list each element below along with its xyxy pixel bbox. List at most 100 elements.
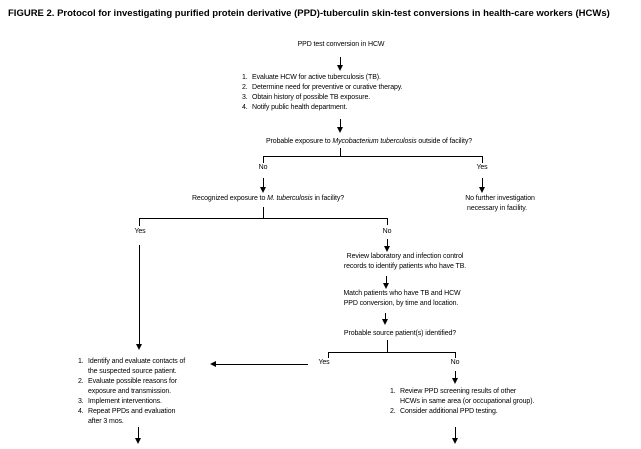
arrow-down-icon xyxy=(382,283,389,289)
arrow-down-icon xyxy=(259,187,266,193)
list-item: HCWs in same area (or occupational group… xyxy=(390,397,534,407)
list-text: after 3 mos. xyxy=(88,418,124,425)
arrow-left-icon xyxy=(210,361,216,367)
list-marker xyxy=(78,417,88,427)
connector-line xyxy=(386,276,387,284)
connector-line xyxy=(482,156,483,163)
list-marker: 2. xyxy=(78,378,84,385)
list-marker: 2. xyxy=(390,408,396,415)
arrow-down-icon xyxy=(336,127,343,133)
branch-label-no: No xyxy=(450,359,460,366)
connector-line xyxy=(138,427,139,439)
list-item: exposure and transmission. xyxy=(78,387,185,397)
connector-line xyxy=(387,218,388,225)
connector-line xyxy=(455,352,456,358)
connector-line xyxy=(340,148,341,156)
list-text: exposure and transmission. xyxy=(88,388,171,395)
list-text: Consider additional PPD testing. xyxy=(400,408,498,415)
decision-text: Recognized exposure to xyxy=(191,195,268,202)
review-records-node: Review laboratory and infection control xyxy=(346,253,464,260)
decision-text: outside of facility? xyxy=(416,138,473,145)
match-patients-node: Match patients who have TB and HCW xyxy=(343,290,461,297)
arrow-down-icon xyxy=(381,319,388,325)
branch-label-yes: Yes xyxy=(318,359,330,366)
list-text: the suspected source patient. xyxy=(88,368,177,375)
branch-label-no: No xyxy=(258,164,268,171)
list-item: 2. Determine need for preventive or curat… xyxy=(242,83,403,93)
list-marker: 3. xyxy=(78,398,84,405)
list-marker: 4. xyxy=(78,408,84,415)
arrow-down-icon xyxy=(451,378,458,384)
list-text: Implement interventions. xyxy=(88,398,162,405)
connector-line xyxy=(263,156,264,163)
list-marker xyxy=(78,367,88,377)
list-item: after 3 mos. xyxy=(78,417,185,427)
list-item: 2. Consider additional PPD testing. xyxy=(390,407,534,417)
list-item: 1. Evaluate HCW for active tuberculosis (… xyxy=(242,73,403,83)
list-text: Notify public health department. xyxy=(252,104,348,111)
list-marker: 3. xyxy=(242,94,248,101)
connector-line xyxy=(455,427,456,439)
list-marker: 1. xyxy=(242,74,248,81)
list-text: Review PPD screening results of other xyxy=(400,388,517,395)
list-text: Identify and evaluate contacts of xyxy=(88,358,186,365)
connector-line xyxy=(340,57,341,66)
screening-actions-list: 1.Review PPD screening results of other … xyxy=(390,387,534,417)
list-item: 4. Notify public health department. xyxy=(242,103,403,113)
branch-line xyxy=(263,156,483,157)
connector-line xyxy=(216,364,308,365)
connector-line xyxy=(139,218,140,226)
branch-label-no: No xyxy=(382,228,392,235)
decision-text-italic: M. tuberculosis xyxy=(267,195,313,202)
contact-actions-list: 1. Identify and evaluate contacts of the … xyxy=(78,357,185,427)
connector-line xyxy=(139,245,140,345)
figure-title: FIGURE 2. Protocol for investigating pur… xyxy=(8,8,610,19)
list-text: Determine need for preventive or curativ… xyxy=(252,84,403,91)
decision-text: in facility? xyxy=(312,195,345,202)
list-item: 3.Obtain history of possible TB exposure… xyxy=(242,93,403,103)
match-patients-node: PPD conversion, by time and location. xyxy=(343,300,459,307)
no-further-investigation-node: necessary in facility. xyxy=(467,205,527,212)
list-text: Repeat PPDs and evaluation xyxy=(88,408,176,415)
no-further-investigation-node: No further investigation xyxy=(465,195,535,202)
connector-line xyxy=(328,352,329,358)
list-marker: 2. xyxy=(242,84,248,91)
connector-line xyxy=(385,313,386,320)
connector-line xyxy=(387,239,388,247)
connector-line xyxy=(263,178,264,188)
arrow-down-icon xyxy=(134,438,141,444)
arrow-down-icon xyxy=(451,438,458,444)
branch-line xyxy=(139,218,387,219)
branch-label-yes: Yes xyxy=(134,228,146,235)
connector-line xyxy=(263,207,264,218)
decision-text: Probable exposure to xyxy=(265,138,333,145)
decision-source-patient: Probable source patient(s) identified? xyxy=(343,330,457,337)
arrow-down-icon xyxy=(478,187,485,193)
arrow-down-icon xyxy=(336,65,343,71)
decision-text-italic: Mycobacterium tuberculosis xyxy=(332,138,417,145)
branch-label-yes: Yes xyxy=(476,164,488,171)
connector-line xyxy=(387,340,388,352)
list-marker: 1. xyxy=(390,388,396,395)
list-marker: 1. xyxy=(78,358,84,365)
arrow-down-icon xyxy=(135,344,142,350)
list-marker: 4. xyxy=(242,104,248,111)
list-item: 3. Implement interventions. xyxy=(78,397,185,407)
branch-line xyxy=(328,352,456,353)
list-text: Evaluate HCW for active tuberculosis (TB… xyxy=(252,74,381,81)
decision-exposure-outside: Probable exposure to Mycobacterium tuber… xyxy=(266,137,472,146)
start-node: PPD test conversion in HCW xyxy=(297,41,385,48)
connector-line xyxy=(340,119,341,128)
connector-line xyxy=(455,371,456,379)
list-item: 1. Review PPD screening results of other xyxy=(390,387,534,397)
list-item: 1. Identify and evaluate contacts of xyxy=(78,357,185,367)
list-text: Evaluate possible reasons for xyxy=(88,378,177,385)
list-item: the suspected source patient. xyxy=(78,367,185,377)
connector-line xyxy=(482,178,483,188)
list-marker xyxy=(390,397,400,407)
list-marker xyxy=(78,387,88,397)
decision-exposure-facility: Recognized exposure to M. tuberculosis i… xyxy=(192,194,344,203)
initial-actions-list: 1. Evaluate HCW for active tuberculosis (… xyxy=(242,73,403,113)
arrow-down-icon xyxy=(383,246,390,252)
